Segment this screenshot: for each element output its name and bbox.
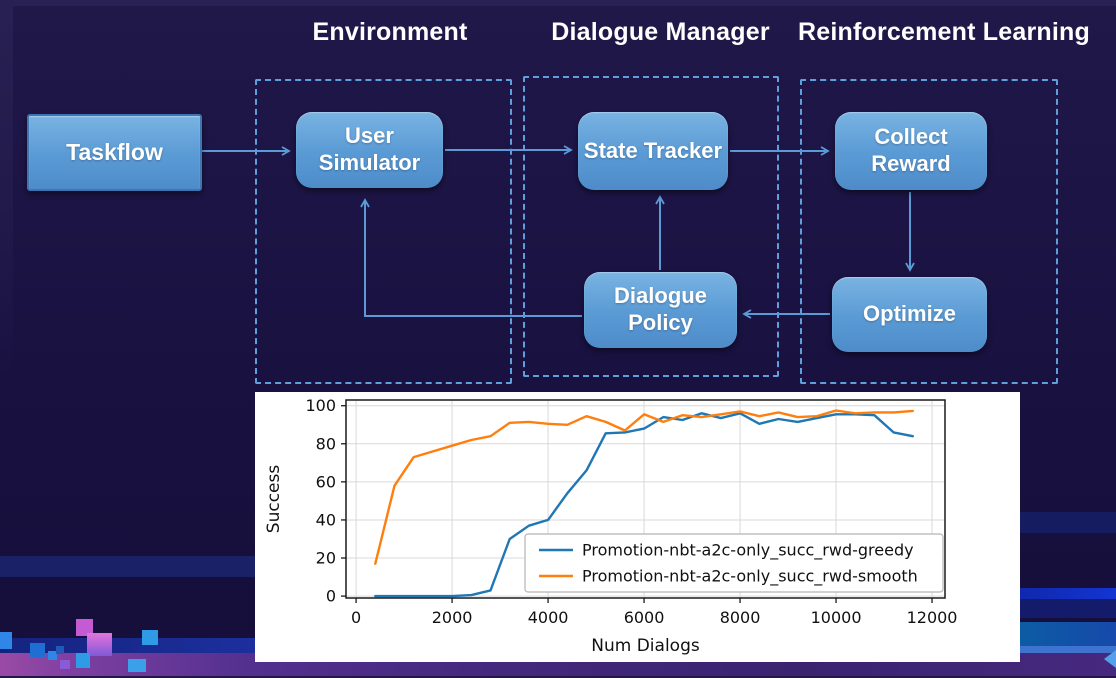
- svg-text:20: 20: [316, 549, 336, 568]
- decor-left-strip: [0, 0, 13, 380]
- decor-square: [76, 653, 90, 668]
- series-line: [374, 412, 914, 598]
- svg-text:8000: 8000: [720, 608, 761, 627]
- svg-text:2000: 2000: [432, 608, 473, 627]
- svg-text:Num Dialogs: Num Dialogs: [591, 636, 700, 656]
- svg-text:0: 0: [351, 608, 361, 627]
- decor-band: [1020, 599, 1116, 618]
- node-dialogue-policy: Dialogue Policy: [584, 272, 737, 348]
- node-taskflow: Taskflow: [27, 114, 202, 191]
- svg-text:100: 100: [305, 396, 336, 415]
- decor-top-strip: [0, 0, 1116, 6]
- decor-square: [87, 633, 112, 656]
- section-title-dialogue-manager: Dialogue Manager: [551, 18, 770, 46]
- node-optimize: Optimize: [832, 277, 987, 352]
- chart-svg: 0 2000 4000 6000 8000 10000 12000 0 20 40 60 80 100N…: [264, 396, 958, 656]
- svg-text:Promotion-nbt-a2c-only_succ_rw: Promotion-nbt-a2c-only_succ_rwd-smooth: [582, 567, 918, 587]
- decor-band: [1020, 622, 1116, 646]
- decor-square: [76, 619, 93, 636]
- decor-square: [60, 660, 70, 669]
- decor-band: [1020, 512, 1116, 533]
- corner-arrow-icon: [1104, 650, 1116, 668]
- decor-bottom-strip: [0, 676, 1116, 678]
- decor-square: [142, 630, 158, 645]
- decor-square: [30, 643, 45, 657]
- svg-text:Promotion-nbt-a2c-only_succ_rw: Promotion-nbt-a2c-only_succ_rwd-greedy: [582, 541, 914, 561]
- decor-square: [128, 659, 146, 672]
- svg-text:40: 40: [316, 510, 336, 529]
- section-title-environment: Environment: [312, 18, 468, 46]
- decor-band: [1020, 646, 1116, 654]
- node-user-simulator: User Simulator: [296, 112, 443, 188]
- section-title-reinforcement-learning: Reinforcement Learning: [798, 18, 1090, 46]
- decor-band: [1020, 588, 1116, 599]
- svg-text:10000: 10000: [811, 608, 862, 627]
- svg-text:Success: Success: [264, 465, 284, 534]
- decor-square: [0, 632, 12, 649]
- decor-band: [0, 556, 255, 577]
- svg-text:0: 0: [326, 587, 336, 606]
- section-box-reinforcement-learning: [800, 79, 1058, 384]
- svg-text:60: 60: [316, 472, 336, 491]
- svg-text:80: 80: [316, 434, 336, 453]
- svg-text:6000: 6000: [624, 608, 665, 627]
- node-state-tracker: State Tracker: [578, 112, 728, 190]
- series-line: [374, 409, 914, 565]
- node-collect-reward: Collect Reward: [835, 112, 987, 190]
- decor-square: [48, 651, 57, 660]
- svg-text:4000: 4000: [528, 608, 569, 627]
- decor-square: [56, 646, 64, 654]
- svg-text:12000: 12000: [907, 608, 958, 627]
